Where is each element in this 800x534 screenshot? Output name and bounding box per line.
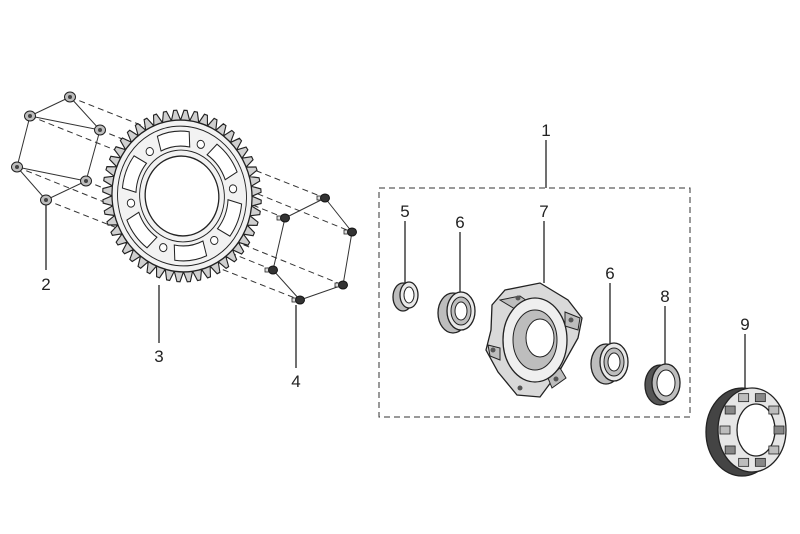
damper-block [719, 425, 731, 435]
damper-block [738, 393, 750, 403]
cush-drive-damper [705, 387, 787, 477]
damper-block [768, 445, 780, 455]
callout-3: 3 [154, 347, 163, 366]
bolt [276, 213, 290, 223]
sprocket-window [206, 143, 238, 181]
nut [40, 194, 52, 206]
callout-9: 9 [740, 315, 749, 334]
damper-block [754, 457, 766, 467]
leader-lines [45, 140, 746, 388]
callout-2: 2 [41, 275, 50, 294]
damper-block [724, 445, 736, 455]
nut [80, 175, 92, 187]
oil-seal [644, 363, 681, 406]
callout-5: 5 [400, 202, 409, 221]
sprocket-bolt-hole [228, 184, 238, 194]
spacer-bushing [392, 281, 419, 312]
nut [11, 161, 23, 173]
callout-4: 4 [291, 372, 300, 391]
sprocket-nuts [11, 91, 106, 206]
bolt [264, 265, 278, 275]
bolt [316, 193, 330, 203]
callout-numbers: 1 2 3 4 5 6 7 6 8 9 [41, 121, 749, 391]
hub-assembly-group-box [378, 187, 691, 418]
rear-sprocket [102, 109, 262, 283]
damper-block [754, 393, 766, 403]
sprocket-bolt-hole [126, 198, 136, 208]
damper-block [724, 405, 736, 415]
sprocket-bolt-hole [159, 243, 168, 253]
sprocket-window [156, 130, 191, 152]
callout-6-left: 6 [455, 213, 464, 232]
sprocket-bolts [264, 193, 357, 305]
sprocket-bolt-hole [196, 139, 205, 149]
nut [24, 110, 36, 122]
callout-1: 1 [541, 121, 550, 140]
nut [94, 124, 106, 136]
sprocket-window [173, 240, 208, 262]
wheel-bearing-left [437, 291, 476, 334]
damper-block [738, 457, 750, 467]
sprocket-window [121, 155, 148, 193]
damper-block [773, 425, 785, 435]
sprocket-carrier-hub [485, 282, 583, 398]
callout-7: 7 [539, 202, 548, 221]
nut [64, 91, 76, 103]
wheel-bearing-right [590, 342, 629, 385]
sprocket-window [126, 211, 158, 249]
bolt [291, 295, 305, 305]
callout-6-right: 6 [605, 264, 614, 283]
sprocket-bolt-hole [210, 235, 219, 245]
callout-8: 8 [660, 287, 669, 306]
bolt [343, 227, 357, 237]
damper-block [768, 405, 780, 415]
bolt [334, 280, 348, 290]
sprocket-window [216, 199, 243, 237]
sprocket-bolt-hole [145, 147, 154, 157]
